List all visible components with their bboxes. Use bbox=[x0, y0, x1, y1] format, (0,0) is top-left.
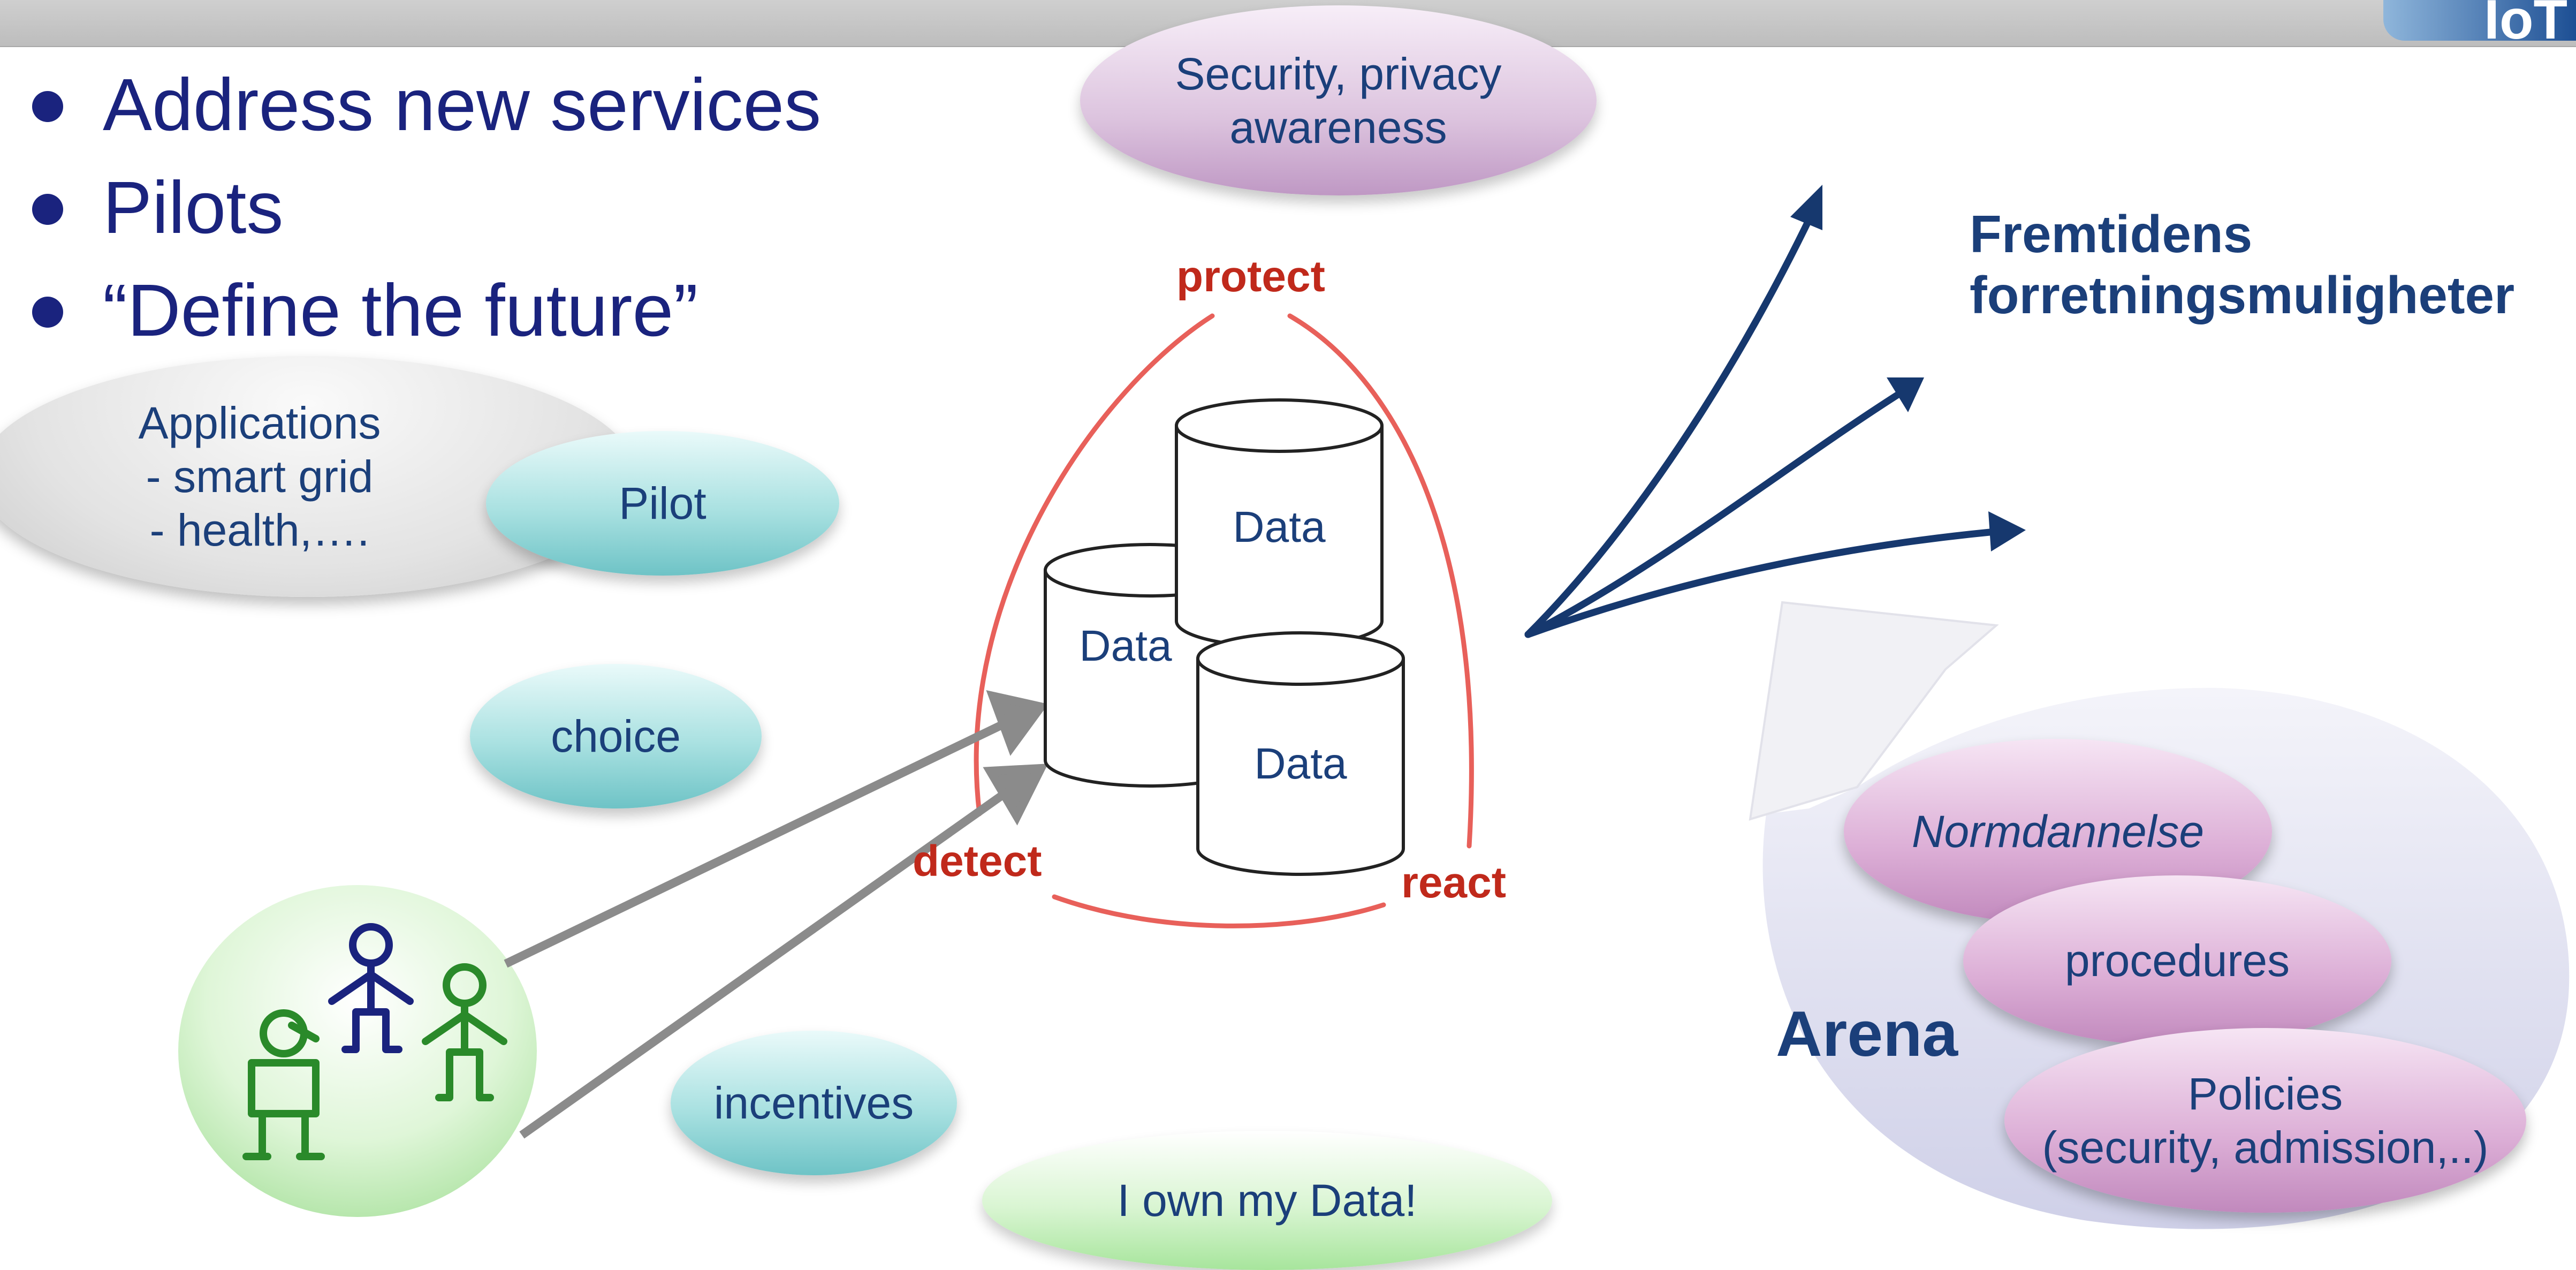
pilot-bubble: Pilot bbox=[486, 431, 839, 576]
future-arrowheads bbox=[1790, 185, 2026, 551]
choice-bubble: choice bbox=[470, 664, 762, 808]
protect-cycle bbox=[974, 313, 1474, 928]
choice-label: choice bbox=[551, 711, 681, 761]
applications-label: Applications - smart grid - health,…. bbox=[138, 398, 381, 555]
policies-label: Policies (security, admission,..) bbox=[2042, 1068, 2489, 1173]
protect-label: protect bbox=[1176, 252, 1325, 301]
bullet-item: “Define the future” bbox=[27, 263, 821, 366]
person-icon-right bbox=[422, 963, 507, 1101]
bullet-dot bbox=[32, 91, 63, 122]
react-label: react bbox=[1401, 858, 1507, 907]
incentives-label: incentives bbox=[713, 1078, 914, 1128]
bullet-dot bbox=[32, 194, 63, 225]
normdannelse-label: Normdannelse bbox=[1911, 806, 2205, 857]
bullet-item: Pilots bbox=[27, 161, 821, 263]
people-figures bbox=[242, 923, 507, 1160]
data-label: Data bbox=[1233, 503, 1326, 551]
future-label: Fremtidens forretningsmuligheter bbox=[1970, 205, 2515, 324]
bullet-dot bbox=[32, 297, 63, 328]
bullet-list: Address new services Pilots “Define the … bbox=[27, 58, 821, 366]
procedures-bubble: procedures bbox=[1963, 875, 2391, 1046]
person-icon-middle bbox=[328, 923, 414, 1053]
arena-label: Arena bbox=[1776, 998, 1958, 1070]
detect-label: detect bbox=[913, 837, 1042, 886]
bullet-text: “Define the future” bbox=[103, 269, 698, 352]
logo: IoT bbox=[2383, 0, 2576, 41]
future-arrows bbox=[1524, 210, 2016, 638]
own-data-label: I own my Data! bbox=[1117, 1175, 1417, 1226]
security-bubble: Security, privacy awareness bbox=[1080, 5, 1597, 195]
bullet-text: Address new services bbox=[103, 64, 822, 146]
person-icon-left bbox=[242, 1009, 325, 1160]
data-cylinders bbox=[1044, 398, 1405, 876]
pilot-label: Pilot bbox=[619, 478, 706, 528]
gray-arrows bbox=[504, 690, 1048, 1139]
bullet-text: Pilots bbox=[103, 167, 284, 249]
policies-bubble: Policies (security, admission,..) bbox=[2004, 1028, 2526, 1213]
logo-text: IoT bbox=[2484, 0, 2567, 41]
own-data-bubble: I own my Data! bbox=[982, 1131, 1552, 1270]
bullet-item: Address new services bbox=[27, 58, 821, 161]
incentives-bubble: incentives bbox=[671, 1031, 957, 1175]
procedures-label: procedures bbox=[2064, 935, 2290, 986]
applications-bubble: Applications - smart grid - health,…. bbox=[0, 356, 637, 597]
data-label: Data bbox=[1254, 739, 1347, 788]
data-label: Data bbox=[1079, 622, 1172, 670]
security-label: Security, privacy awareness bbox=[1175, 48, 1502, 153]
